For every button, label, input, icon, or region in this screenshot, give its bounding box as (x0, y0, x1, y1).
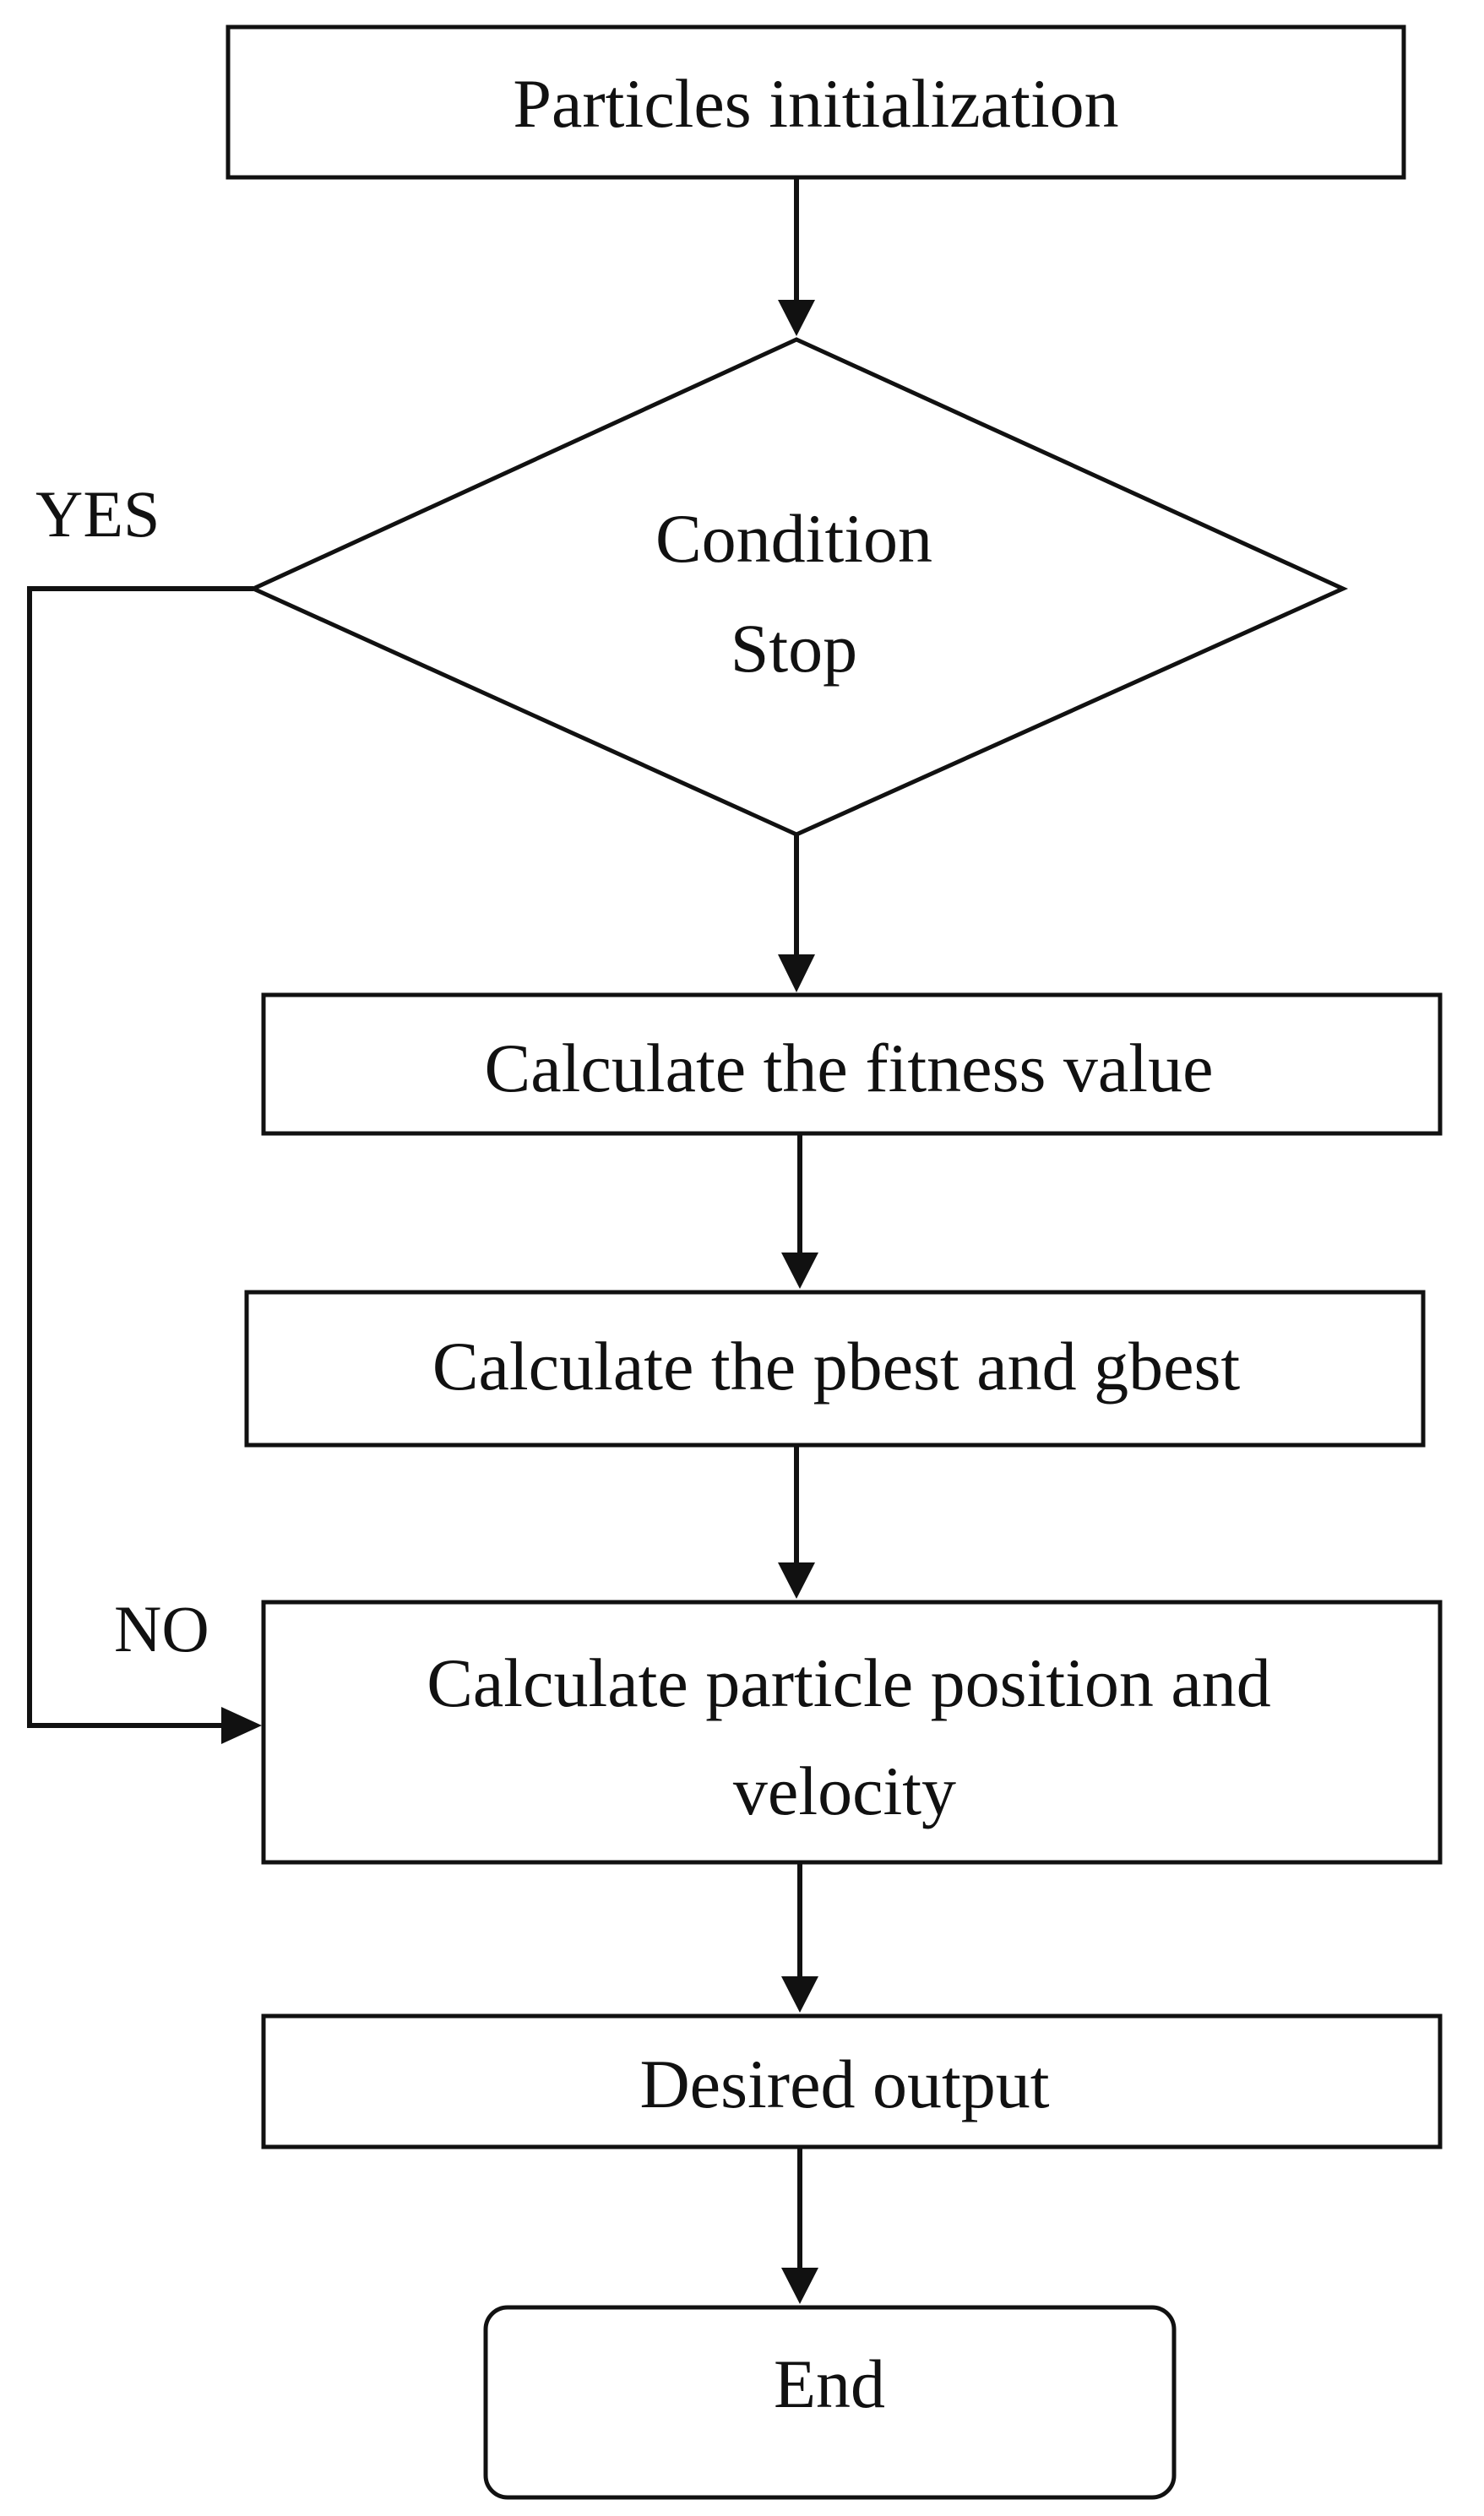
arrowhead-loop-to-update (221, 1707, 262, 1744)
init-box (226, 24, 1406, 180)
condition-label-line1: Condition (655, 500, 932, 577)
condition-stop-diamond (247, 337, 1349, 837)
arrowhead-update-to-output (781, 1976, 818, 2013)
arrowhead-pbest-to-update (778, 1562, 815, 1599)
yes-branch-label: YES (35, 477, 160, 551)
fitness-label: Calculate the fitness value (485, 1030, 1214, 1106)
output-box (261, 2013, 1443, 2149)
end-label: End (774, 2345, 885, 2422)
arrowhead-init-to-condition (778, 300, 815, 336)
fitness-box (261, 992, 1443, 1136)
arrowhead-output-to-end (781, 2268, 818, 2304)
pbest-gbest-label: Calculate the pbest and gbest (432, 1328, 1241, 1405)
output-label: Desired output (639, 2046, 1049, 2122)
end-terminator (483, 2305, 1177, 2500)
condition-label-line2: Stop (731, 610, 857, 687)
pbest-gbest-box (244, 1290, 1426, 1448)
update-box (261, 1600, 1443, 1865)
update-label-line2: velocity (733, 1753, 956, 1829)
init-label: Particles initialization (513, 65, 1118, 142)
no-branch-label: NO (114, 1592, 209, 1666)
loop-connector (27, 586, 253, 1728)
arrowhead-condition-to-fitness (778, 954, 815, 992)
update-label-line1: Calculate particle position and (427, 1644, 1271, 1721)
arrowhead-fitness-to-pbest (781, 1253, 818, 1289)
